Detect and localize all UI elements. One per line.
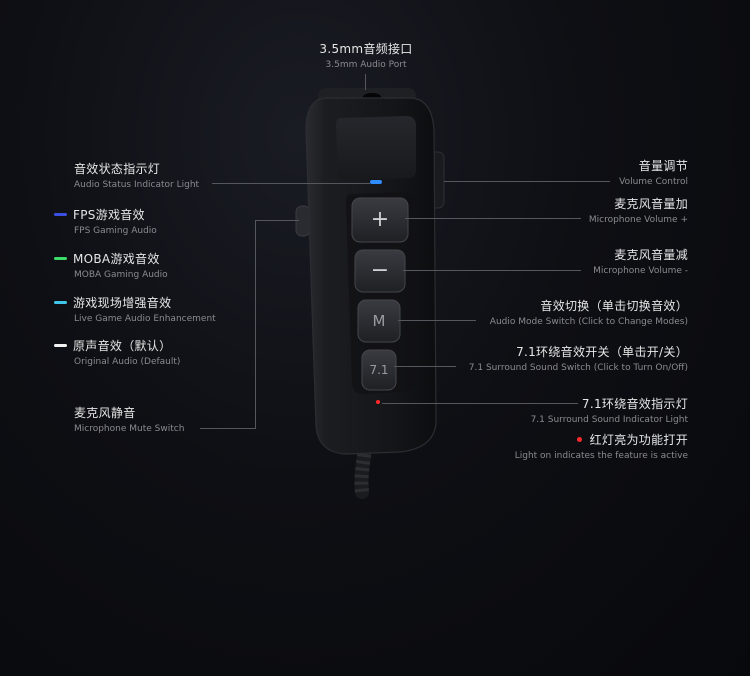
top-panel — [336, 116, 416, 180]
legend-moba: MOBA游戏音效 MOBA Gaming Audio — [54, 250, 168, 280]
label-mic-vol-up: 麦克风音量加 Microphone Volume + — [588, 197, 688, 225]
leader-volume — [444, 181, 610, 182]
label-mic-mute: 麦克风静音 Microphone Mute Switch — [74, 406, 185, 434]
legend-live: 游戏现场增强音效 Live Game Audio Enhancement — [54, 294, 216, 324]
button-mode[interactable]: M — [358, 301, 400, 341]
label-red-light: 红灯亮为功能打开 Light on indicates the feature … — [514, 433, 688, 461]
leader-status-light — [212, 183, 370, 184]
mode-label: M — [372, 312, 386, 330]
leader-mode — [398, 320, 476, 321]
live-color-swatch — [54, 301, 67, 304]
button-plus-shape — [351, 197, 409, 243]
label-volume-control: 音量调节 Volume Control — [619, 159, 688, 187]
button-minus-shape — [354, 249, 406, 293]
mute-switch — [295, 205, 311, 237]
button-minus[interactable]: − — [355, 251, 405, 291]
leader-port — [365, 74, 366, 90]
status-indicator-light — [370, 180, 382, 184]
leader-mute-top — [255, 220, 299, 221]
fps-color-swatch — [54, 213, 67, 216]
label-surround-switch: 7.1环绕音效开关（单击开/关） 7.1 Surround Sound Swit… — [468, 345, 688, 373]
leader-plus — [405, 218, 581, 219]
moba-color-swatch — [54, 257, 67, 260]
leader-mute-v — [255, 220, 256, 429]
label-status-light: 音效状态指示灯 Audio Status Indicator Light — [74, 162, 200, 190]
leader-surround — [394, 366, 456, 367]
label-surround-light: 7.1环绕音效指示灯 7.1 Surround Sound Indicator … — [530, 397, 688, 425]
button-surround-shape — [361, 349, 397, 391]
legend-fps: FPS游戏音效 FPS Gaming Audio — [54, 206, 157, 236]
leader-minus — [403, 270, 581, 271]
surround-label: 7.1 — [369, 363, 389, 377]
leader-mute-h — [200, 428, 256, 429]
minus-icon: − — [370, 258, 390, 283]
button-surround[interactable]: 7.1 — [362, 351, 396, 389]
red-dot-icon — [576, 437, 582, 442]
label-mode-switch: 音效切换（单击切换音效） Audio Mode Switch (Click to… — [489, 299, 688, 327]
button-plus[interactable]: + — [352, 200, 408, 240]
legend-original: 原声音效（默认） Original Audio (Default) — [54, 337, 180, 367]
label-audio-port: 3.5mm音频接口 3.5mm Audio Port — [319, 42, 413, 70]
original-color-swatch — [54, 344, 67, 347]
leader-surround-light — [382, 403, 578, 404]
label-mic-vol-down: 麦克风音量减 Microphone Volume - — [593, 248, 688, 276]
surround-indicator-light — [376, 400, 380, 404]
plus-icon: + — [370, 207, 390, 232]
button-mode-shape — [357, 299, 401, 343]
